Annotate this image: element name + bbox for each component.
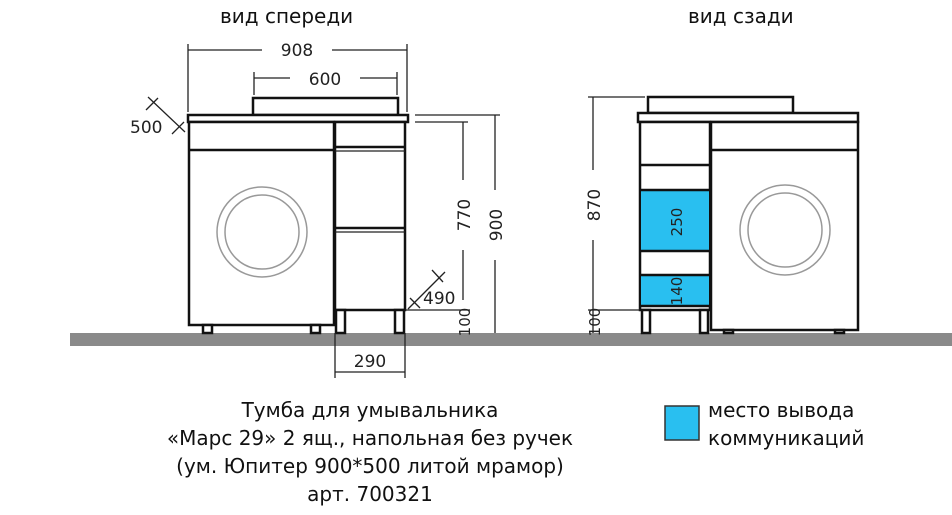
dim-250: 250 (668, 208, 686, 237)
dim-290: 290 (354, 352, 386, 372)
opening-upper (641, 191, 709, 250)
caption-line-4: арт. 700321 (307, 482, 433, 506)
leg (640, 308, 652, 335)
caption-line-1: Тумба для умывальника (241, 398, 499, 422)
dim-600: 600 (309, 70, 341, 90)
dim-100-back: 100 (586, 308, 604, 337)
dim-900: 900 (487, 209, 507, 241)
dim-770: 770 (455, 199, 475, 231)
leg (393, 308, 406, 335)
leg (722, 328, 735, 335)
back-view-title: вид сзади (688, 4, 794, 28)
countertop (636, 111, 860, 124)
washer-section (187, 120, 336, 327)
drawer-column (333, 120, 407, 312)
dim-490: 490 (423, 289, 455, 309)
washer-door-outer (216, 186, 308, 278)
floor (70, 333, 952, 346)
dim-140: 140 (668, 277, 686, 306)
washer-door-inner (747, 192, 823, 268)
dim-500: 500 (130, 118, 162, 138)
leg (334, 308, 347, 335)
washer-section (709, 120, 860, 332)
front-view-title: вид спереди (220, 4, 354, 28)
sink-top (646, 95, 795, 115)
legend-line-2: коммуникаций (708, 426, 865, 450)
caption-line-3: (ум. Юпитер 900*500 литой мрамор) (176, 454, 564, 478)
caption-line-2: «Марс 29» 2 ящ., напольная без ручек (166, 426, 574, 450)
front-dimensions: 908 600 500 900 770 100 490 290 (130, 41, 507, 378)
sink-top (251, 96, 400, 117)
leg (201, 323, 214, 335)
washer-door-outer (739, 184, 831, 276)
leg (833, 328, 846, 335)
dim-100: 100 (456, 308, 474, 337)
leg (698, 308, 710, 335)
opening-lower (641, 276, 709, 306)
legend-line-1: место вывода (708, 398, 855, 422)
back-view: 250 140 (636, 95, 860, 335)
back-dimensions: 870 100 (585, 96, 645, 337)
leg (309, 323, 322, 335)
dim-908: 908 (281, 41, 313, 61)
dim-870: 870 (585, 189, 605, 221)
legend-swatch (664, 405, 700, 441)
washer-door-inner (224, 194, 300, 270)
front-view (186, 96, 410, 335)
